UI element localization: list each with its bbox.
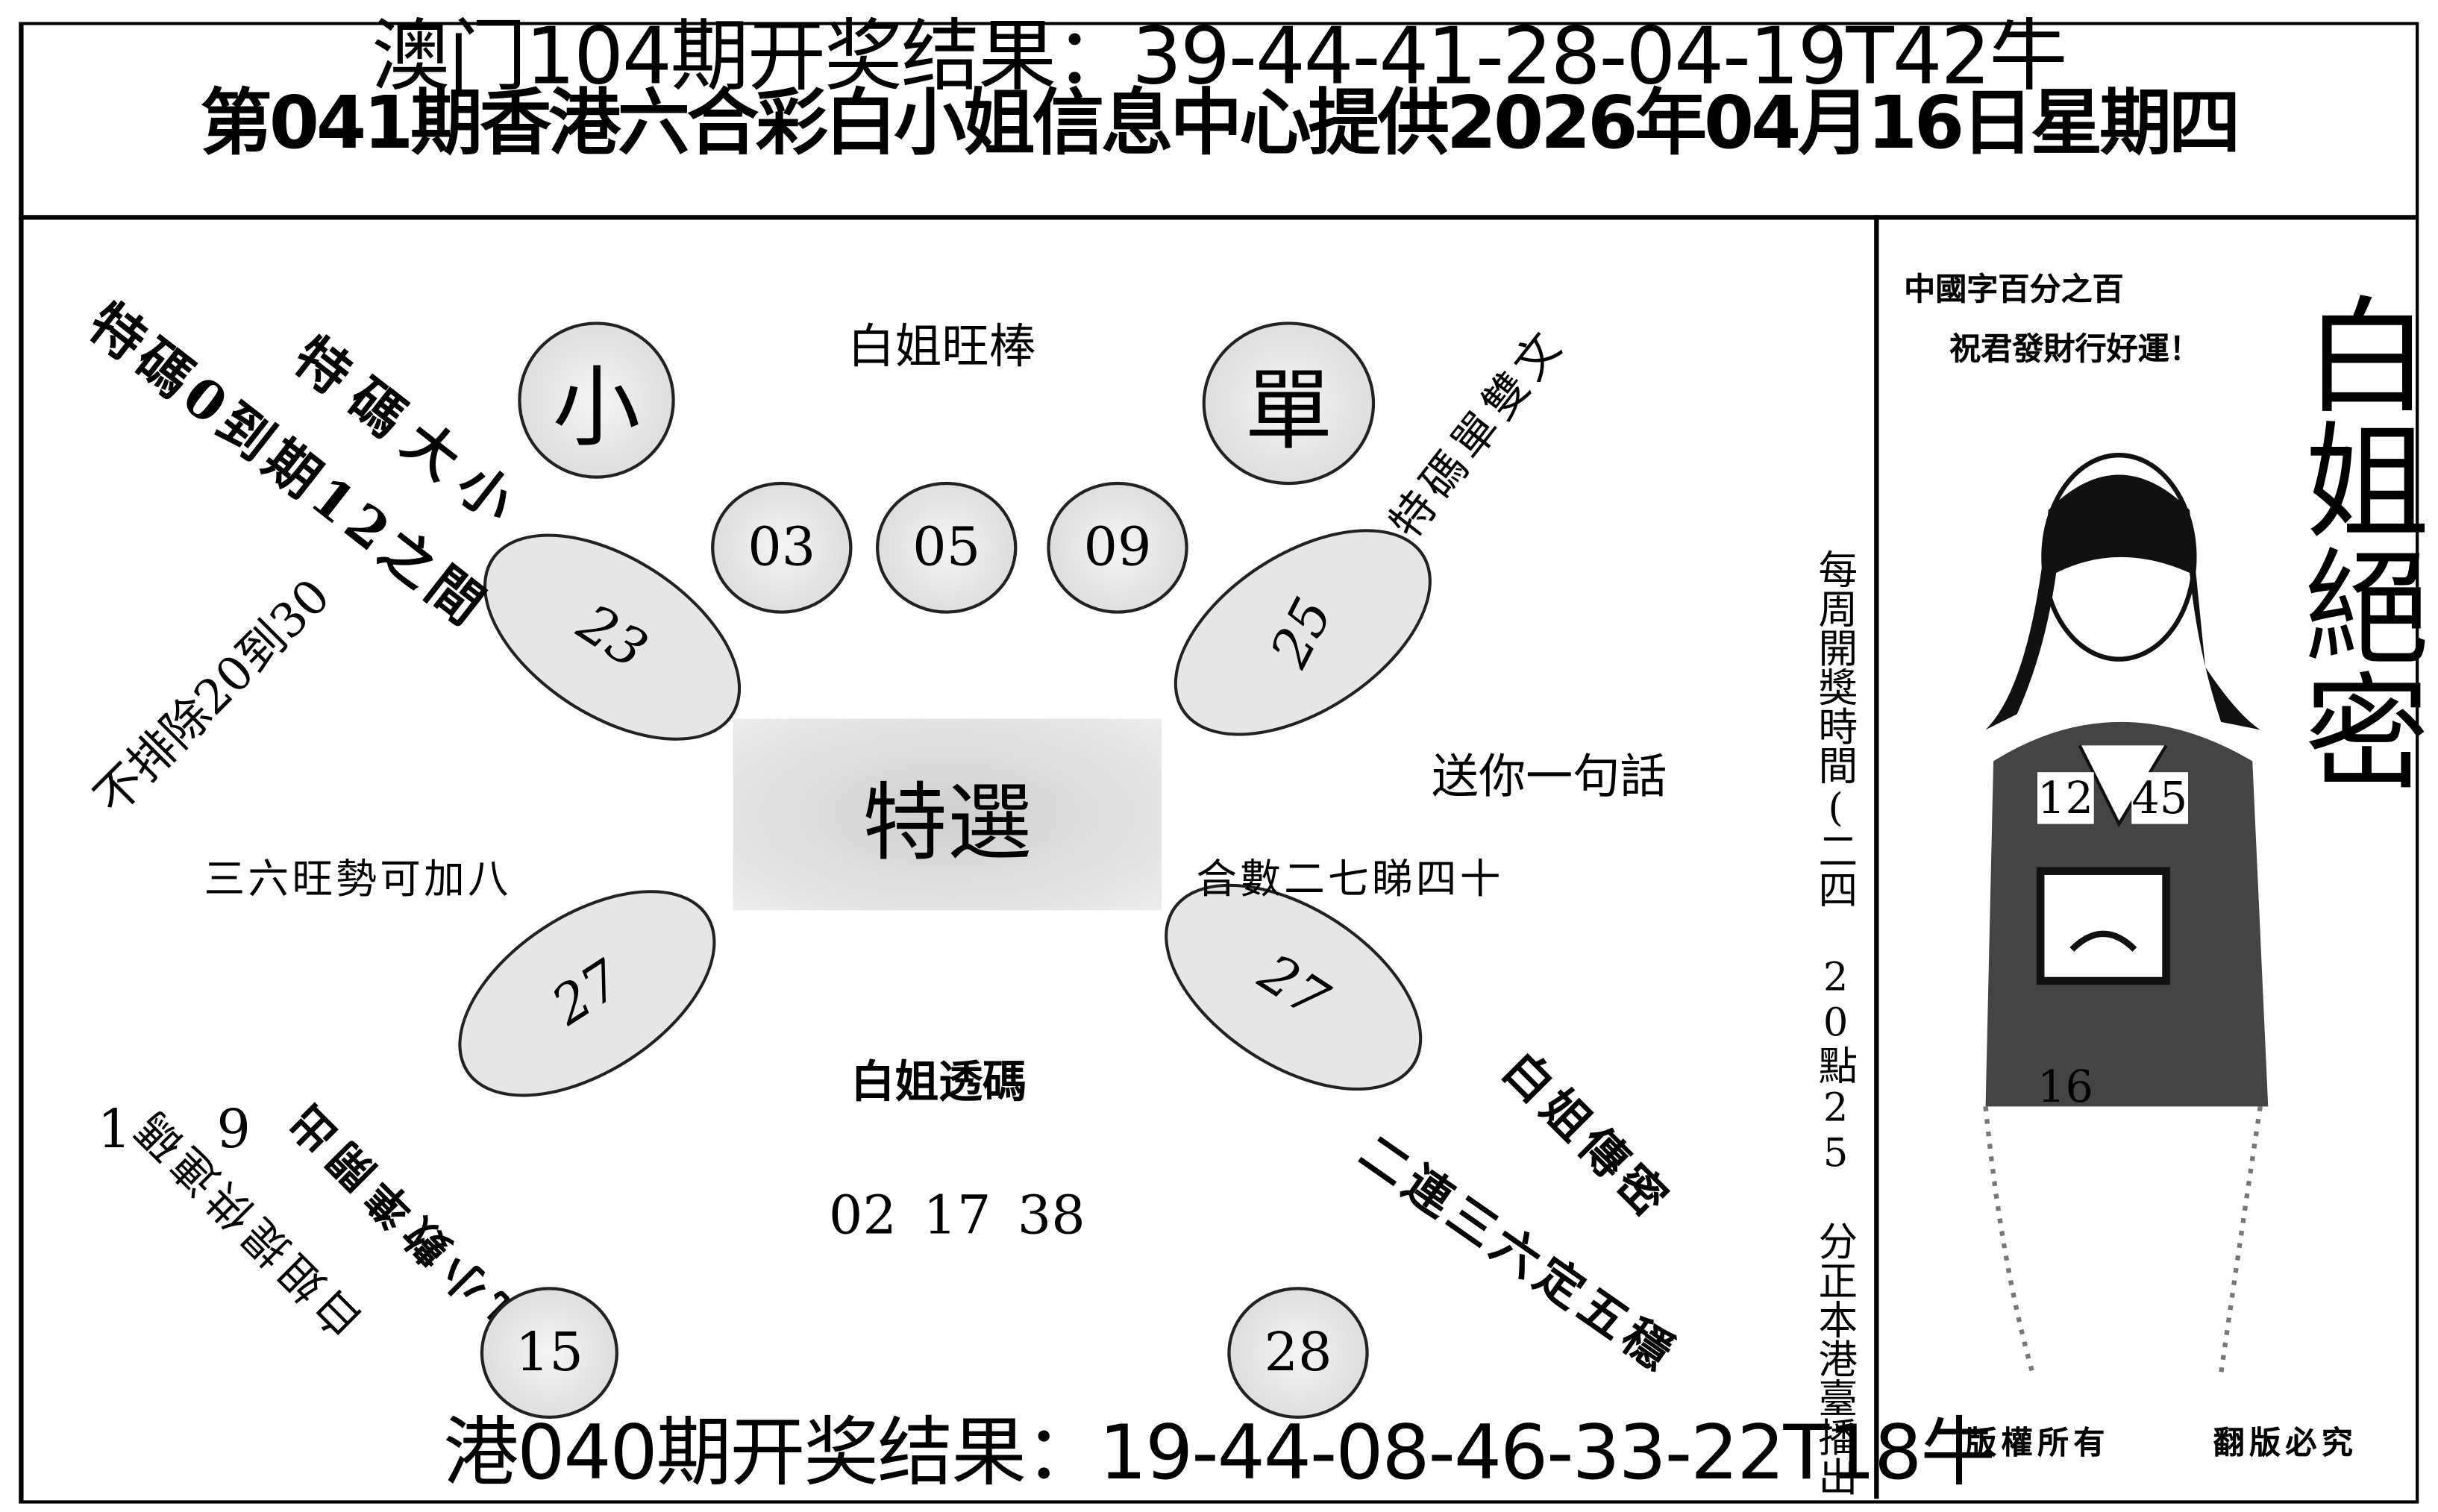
copyright-text: 翻版必究 (2213, 1423, 2358, 1461)
left-number: 1 (97, 1098, 131, 1161)
number-label: 15 (515, 1321, 583, 1384)
number-label: 05 (912, 516, 981, 580)
side-big-title: 白姐絕密 (2284, 290, 2430, 793)
woman-portrait-image (1983, 453, 2269, 1374)
photo-number: 12 (2037, 772, 2093, 824)
right-phrase: 合數二七睇四十 (1196, 856, 1504, 904)
outer-border (19, 22, 2419, 1504)
number-circle: 05 (876, 481, 1018, 614)
number-circle: 15 (480, 1287, 618, 1420)
header-divider (19, 215, 2416, 220)
number-label: 27 (541, 948, 633, 1038)
number-label: 27 (1247, 942, 1339, 1032)
hk-result: 港040期开奖结果：19-44-08-46-33-22T18牛 (443, 1409, 1996, 1498)
number-label: 03 (748, 516, 816, 580)
page-title: 第041期香港六合彩白小姐信息中心提供2026年04月16日星期四 (200, 80, 2240, 165)
small-label: 小 (552, 357, 641, 459)
left-phrase: 三六旺勢可加八 (204, 856, 512, 904)
copyright-text: 版權所有 (1965, 1423, 2110, 1461)
small-circle: 小 (518, 321, 675, 479)
number-label: 09 (1083, 516, 1152, 580)
number-circle: 28 (1227, 1287, 1369, 1420)
number-circle: 03 (711, 481, 853, 614)
number-circle: 09 (1047, 481, 1188, 614)
schedule-text: 每周開獎時間(二四 20點25 分正本港臺播出 (1813, 549, 1859, 1496)
number-label: 25 (1259, 588, 1347, 677)
number-label: 28 (1264, 1321, 1332, 1384)
single-circle: 單 (1202, 321, 1376, 486)
single-label: 單 (1244, 360, 1333, 462)
featured-label: 特選 (862, 773, 1032, 872)
reveal-caption: 白姐透碼 (850, 1055, 1027, 1108)
photo-number: 45 (2131, 772, 2188, 824)
slogan-line-1: 中國字百分之百 (1904, 269, 2124, 308)
macau-result: 澳门104期开奖结果：39-44-41-28-04-19T42牛 (372, 10, 2068, 102)
top-caption: 白姐旺棒 (847, 320, 1036, 375)
slogan-line-2: 祝君發財行好運！ (1949, 329, 2201, 368)
reveal-numbers: 02 17 38 (828, 1185, 1085, 1248)
photo-number: 16 (2037, 1061, 2093, 1113)
send-phrase: 送你一句話 (1431, 750, 1667, 806)
left-number: 9 (216, 1098, 251, 1161)
side-panel-divider (1874, 215, 1879, 1499)
number-label: 23 (566, 592, 658, 683)
featured-box: 特選 (733, 718, 1162, 911)
